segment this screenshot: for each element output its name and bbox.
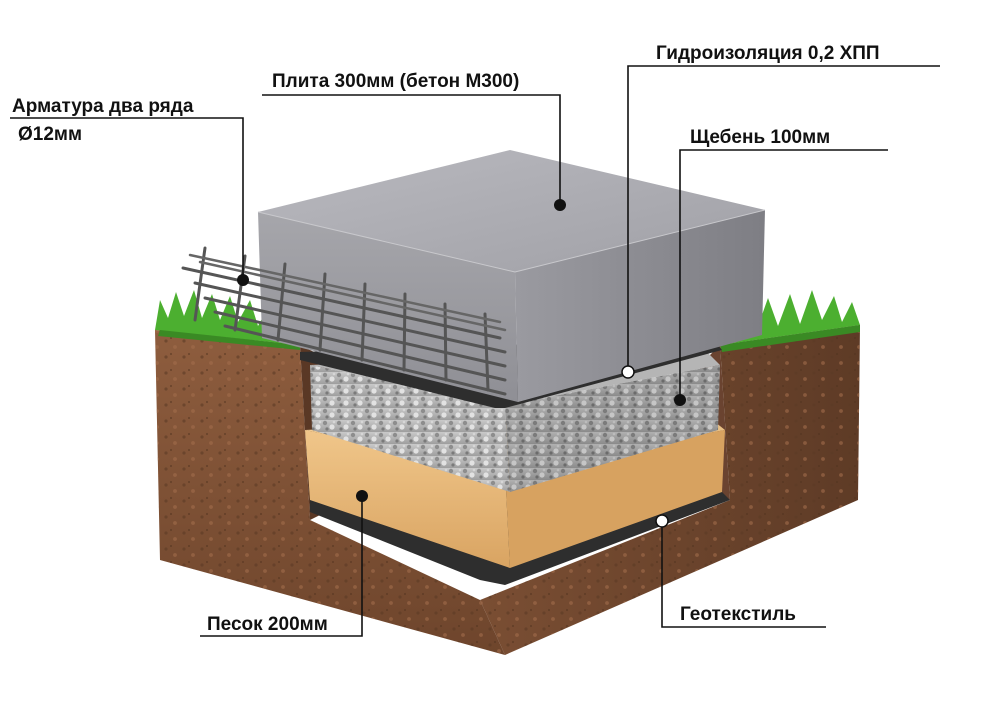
leader-waterproofing bbox=[627, 65, 940, 372]
leader-geotextile bbox=[661, 521, 826, 628]
rebar-mesh bbox=[181, 246, 507, 396]
marker-gravel bbox=[674, 394, 686, 406]
label-slab: Плита 300мм (бетон М300) bbox=[272, 71, 520, 92]
leader-rebar bbox=[10, 117, 244, 280]
marker-dots bbox=[237, 199, 686, 528]
marker-geotextile bbox=[655, 514, 669, 528]
marker-waterproofing bbox=[621, 365, 635, 379]
leader-lines bbox=[10, 65, 940, 637]
label-rebar-line1: Арматура два ряда bbox=[12, 96, 194, 117]
label-geotextile: Геотекстиль bbox=[680, 604, 796, 625]
label-waterproofing: Гидроизоляция 0,2 ХПП bbox=[656, 43, 880, 64]
rebar-upper-row bbox=[188, 253, 507, 332]
label-rebar-line2: Ø12мм bbox=[18, 124, 83, 145]
leader-slab bbox=[262, 94, 561, 205]
marker-rebar bbox=[237, 274, 249, 286]
leader-gravel bbox=[679, 149, 888, 400]
label-gravel: Щебень 100мм bbox=[690, 127, 831, 148]
marker-sand bbox=[356, 490, 368, 502]
label-sand: Песок 200мм bbox=[207, 614, 328, 635]
marker-slab bbox=[554, 199, 566, 211]
leader-sand bbox=[200, 496, 363, 637]
